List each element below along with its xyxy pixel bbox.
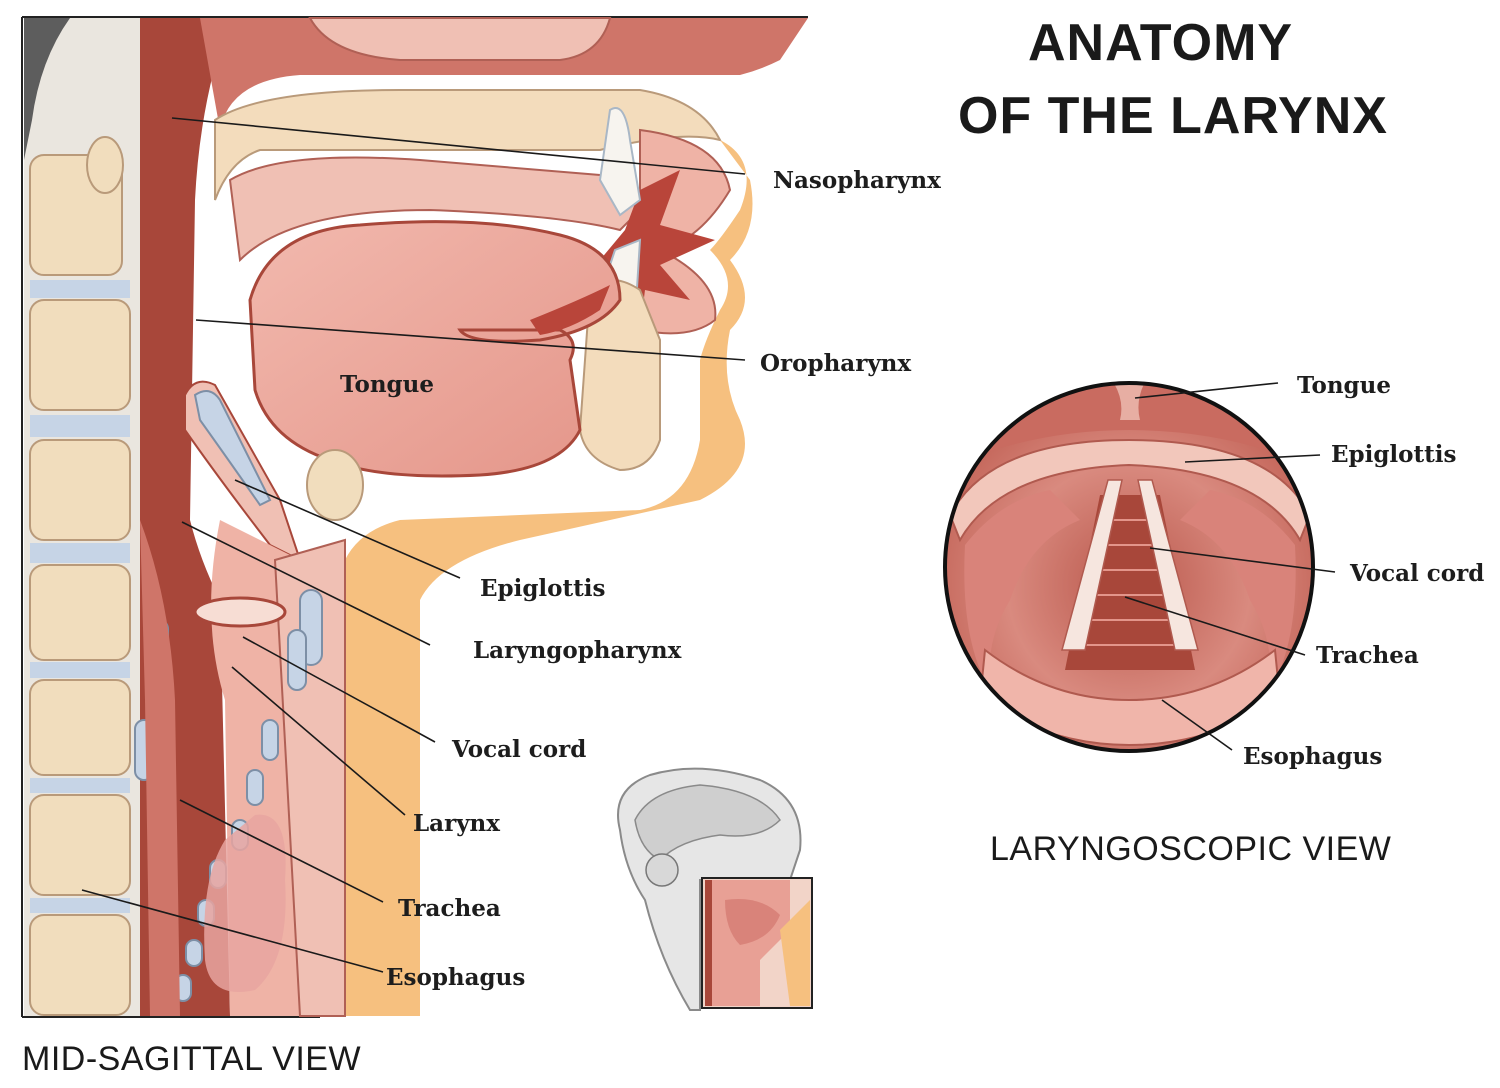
vertebrae xyxy=(29,136,131,1016)
title-line-2: OF THE LARYNX xyxy=(958,87,1388,145)
laryngoscopic-leader-lines xyxy=(1124,382,1336,751)
label-oropharynx: Oropharynx xyxy=(760,350,911,377)
laryngoscopic-illustration xyxy=(943,381,1315,753)
laryngoscopic-view-label: LARYNGOSCOPIC VIEW xyxy=(990,830,1391,868)
label-larynx: Larynx xyxy=(413,810,500,837)
label-trachea-scopic: Trachea xyxy=(1316,642,1419,669)
mid-sagittal-illustration xyxy=(21,16,808,1018)
locator-head-thumbnail xyxy=(617,767,813,1011)
label-epiglottis-sagittal: Epiglottis xyxy=(480,575,605,602)
label-vocal-cord-sagittal: Vocal cord xyxy=(451,736,586,763)
label-epiglottis-scopic: Epiglottis xyxy=(1331,441,1456,468)
label-trachea-sagittal: Trachea xyxy=(398,895,501,922)
label-esophagus-scopic: Esophagus xyxy=(1243,743,1382,770)
label-laryngopharynx: Laryngopharynx xyxy=(473,637,682,664)
label-tongue-scopic: Tongue xyxy=(1297,372,1391,399)
title-line-1: ANATOMY xyxy=(1028,14,1293,72)
mid-sagittal-view-label: MID-SAGITTAL VIEW xyxy=(22,1040,361,1078)
label-nasopharynx: Nasopharynx xyxy=(773,167,941,194)
label-esophagus-sagittal: Esophagus xyxy=(386,964,525,991)
label-tongue-sagittal: Tongue xyxy=(340,371,434,398)
label-vocal-cord-scopic: Vocal cord xyxy=(1349,560,1484,587)
sagittal-leader-lines xyxy=(81,117,746,973)
